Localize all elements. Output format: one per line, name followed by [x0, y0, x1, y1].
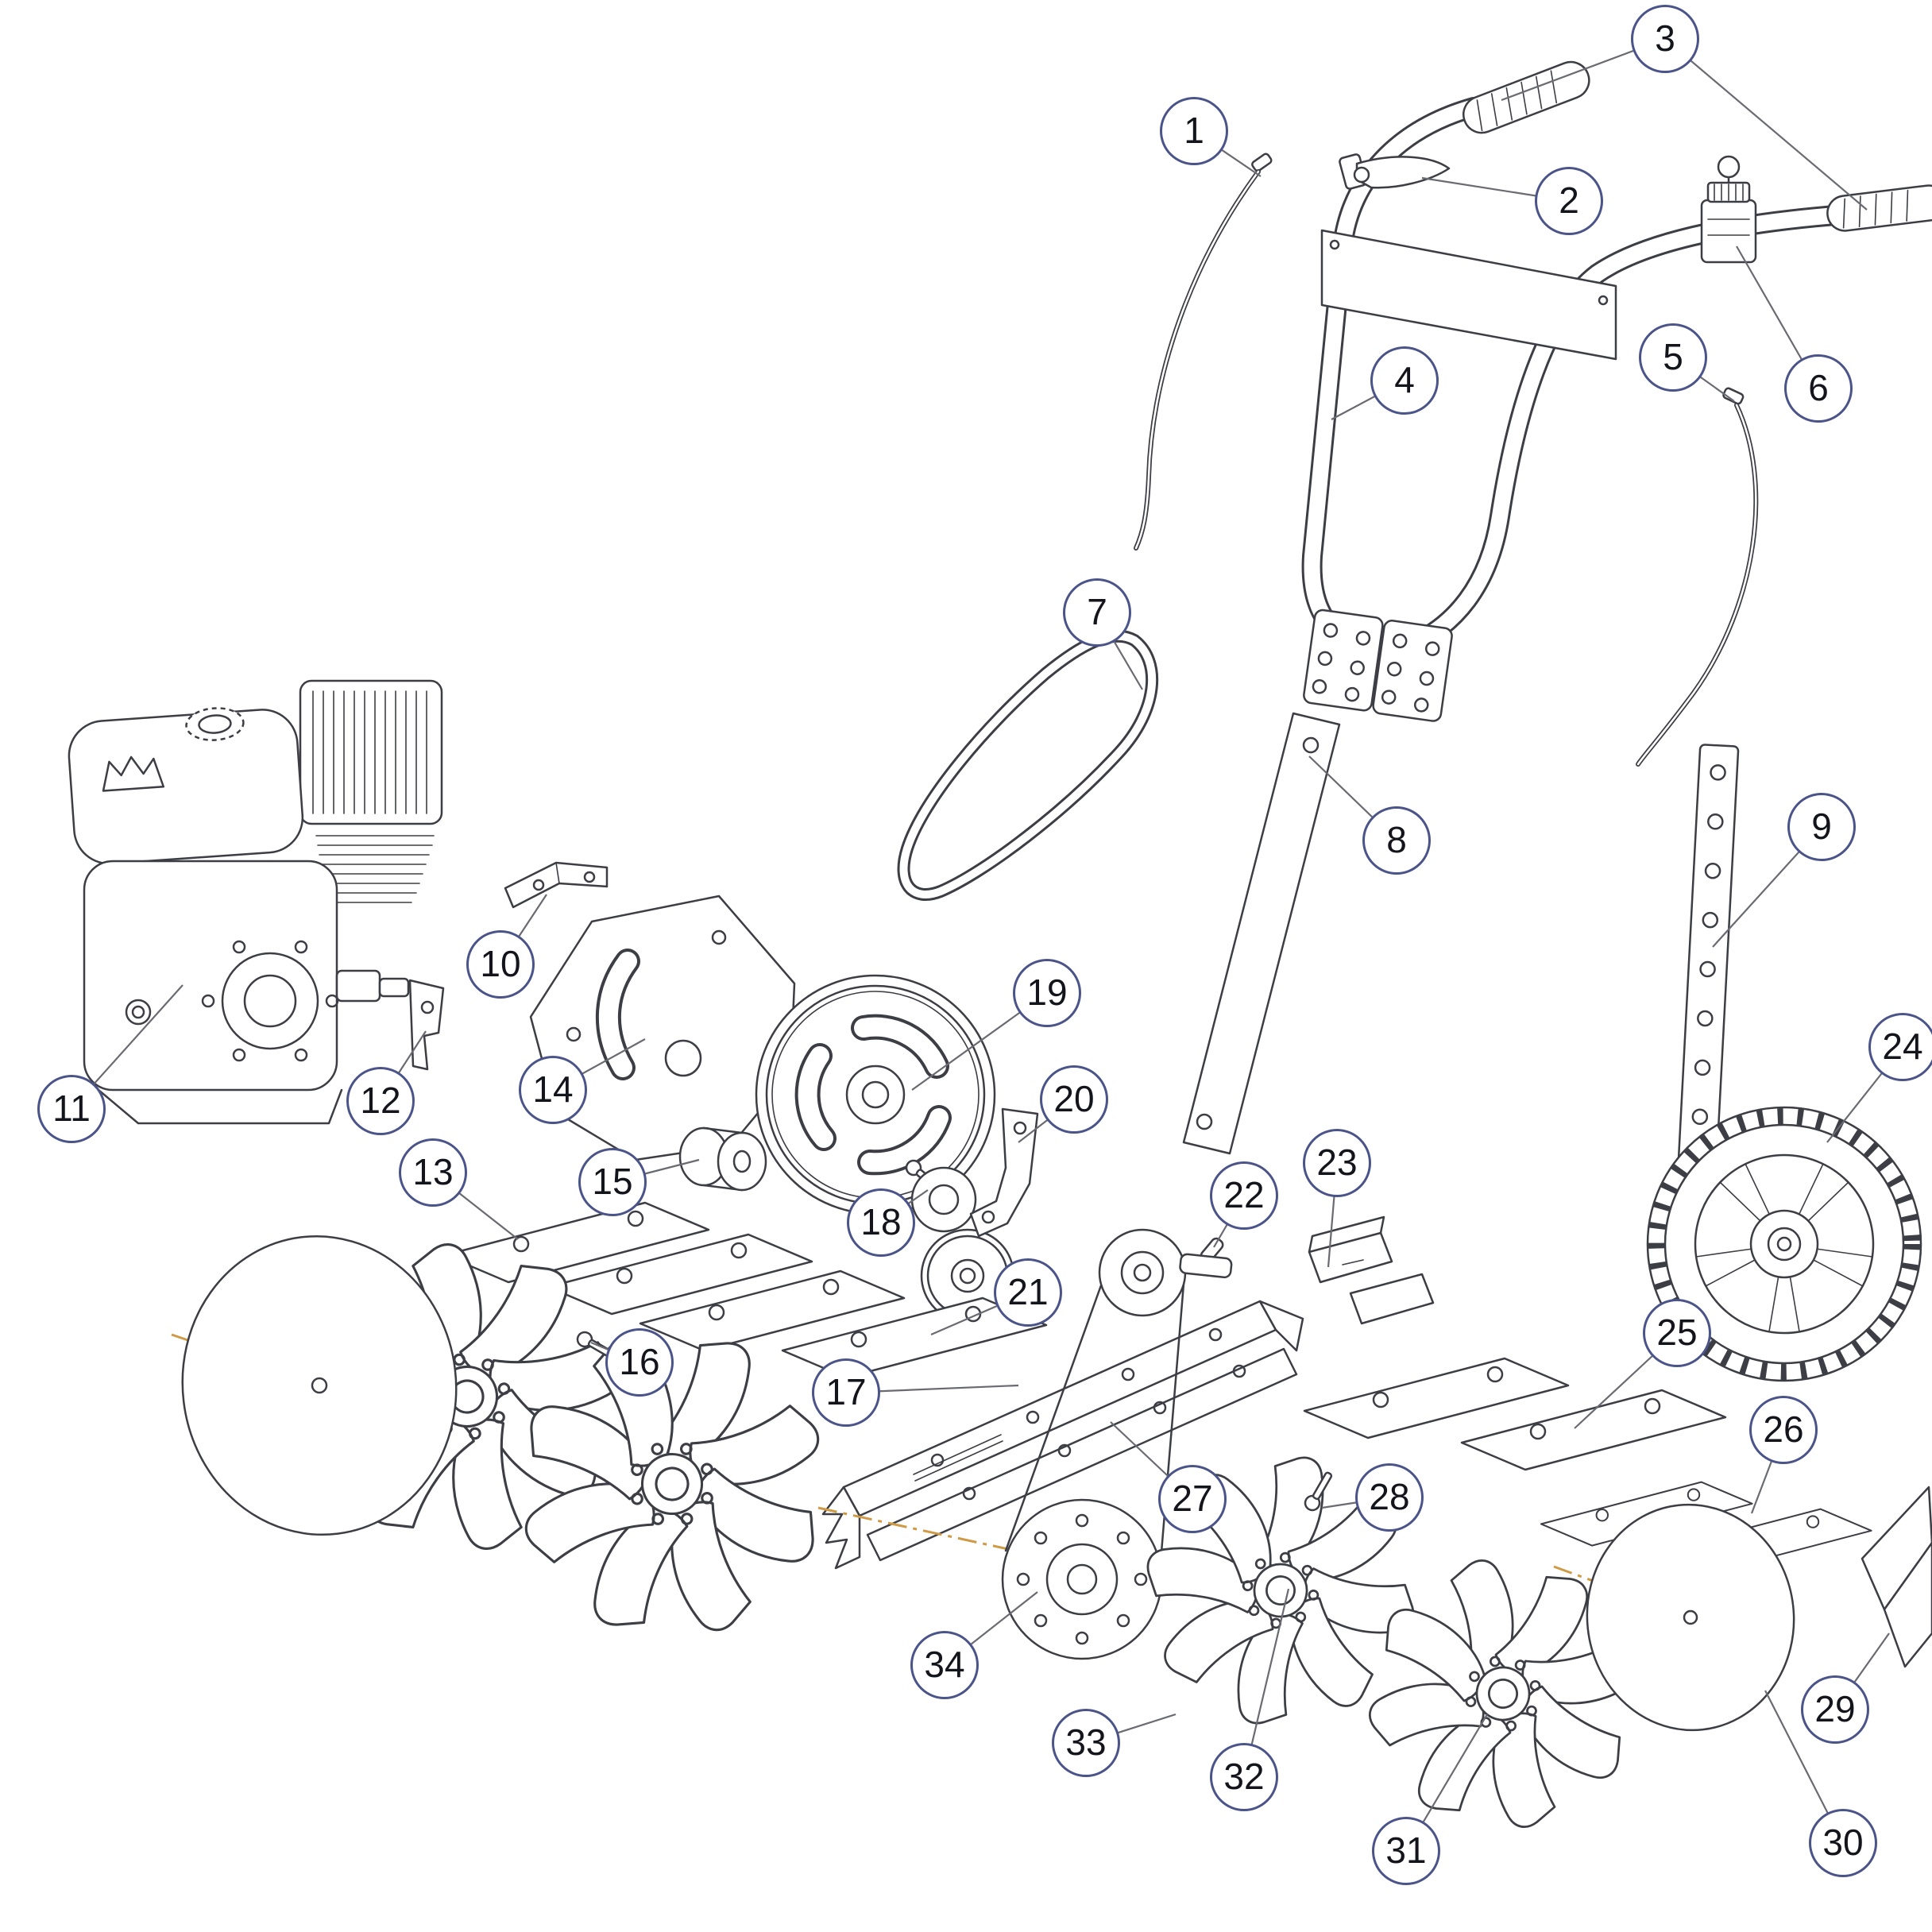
callout-2[interactable]: 2	[1535, 167, 1603, 235]
throttle-control-box	[1700, 155, 1757, 264]
callout-31[interactable]: 31	[1372, 1817, 1440, 1885]
side-disc-right	[1553, 1503, 1795, 1732]
callout-30[interactable]: 30	[1809, 1809, 1877, 1877]
engine-cylinder-fins	[315, 835, 435, 903]
callout-18[interactable]: 18	[847, 1188, 915, 1257]
callout-11[interactable]: 11	[37, 1075, 106, 1143]
callout-21[interactable]: 21	[994, 1258, 1062, 1327]
callout-23[interactable]: 23	[1303, 1129, 1371, 1197]
callout-8[interactable]: 8	[1362, 806, 1431, 875]
transport-wheel	[1646, 1106, 1922, 1382]
callout-29[interactable]: 29	[1801, 1675, 1869, 1744]
callout-19[interactable]: 19	[1013, 959, 1081, 1027]
callout-17[interactable]: 17	[812, 1358, 880, 1427]
callout-10[interactable]: 10	[466, 930, 535, 999]
callout-20[interactable]: 20	[1040, 1065, 1108, 1134]
driven-pulley	[755, 974, 996, 1215]
handlebar-clamp-plates	[1303, 609, 1453, 722]
throttle-lever	[1339, 153, 1451, 190]
folded-shield	[1861, 1486, 1932, 1668]
frame-channel	[821, 1300, 1304, 1570]
engine-pulley	[678, 1126, 767, 1192]
callout-13[interactable]: 13	[399, 1138, 467, 1207]
engine-bracket	[504, 861, 609, 909]
callout-7[interactable]: 7	[1063, 578, 1131, 647]
callout-5[interactable]: 5	[1639, 323, 1707, 392]
idler-pulley	[902, 1157, 1015, 1323]
callout-34[interactable]: 34	[910, 1631, 979, 1699]
handlebar-cross-brace	[1320, 229, 1617, 361]
drag-stake-teeth	[821, 1486, 861, 1570]
callout-27[interactable]: 27	[1158, 1465, 1227, 1533]
throttle-cable-left	[1134, 153, 1273, 551]
handlebar-assembly	[1301, 60, 1932, 722]
callout-3[interactable]: 3	[1631, 5, 1699, 73]
callout-22[interactable]: 22	[1210, 1161, 1278, 1230]
callout-9[interactable]: 9	[1787, 793, 1856, 861]
callout-6[interactable]: 6	[1784, 354, 1853, 423]
callout-15[interactable]: 15	[578, 1148, 647, 1216]
leader-line-3	[1664, 38, 1868, 211]
stake-bracket	[1308, 1215, 1435, 1325]
callout-12[interactable]: 12	[346, 1067, 415, 1135]
clip-bracket	[408, 979, 445, 1071]
engine-assembly	[68, 679, 443, 1125]
engine-base	[97, 1088, 343, 1125]
engine-air-cleaner	[299, 679, 443, 825]
callout-33[interactable]: 33	[1052, 1709, 1120, 1777]
callout-25[interactable]: 25	[1643, 1299, 1711, 1367]
callout-4[interactable]: 4	[1370, 346, 1439, 415]
callout-1[interactable]: 1	[1160, 97, 1228, 165]
callout-16[interactable]: 16	[605, 1328, 674, 1397]
callout-32[interactable]: 32	[1210, 1743, 1278, 1811]
engine-fuel-tank	[68, 707, 304, 865]
throttle-cable-right	[1636, 387, 1759, 767]
engine-crankcase	[83, 860, 410, 1092]
callout-24[interactable]: 24	[1868, 1013, 1932, 1081]
handlebar-right-grip	[1826, 184, 1932, 232]
side-disc-left	[171, 1235, 458, 1536]
callout-14[interactable]: 14	[519, 1056, 587, 1124]
handle-mount-bar	[1182, 712, 1341, 1155]
callout-26[interactable]: 26	[1749, 1396, 1818, 1464]
brand-crown-icon	[102, 755, 165, 792]
callout-28[interactable]: 28	[1355, 1463, 1424, 1532]
drive-belt	[897, 629, 1159, 901]
